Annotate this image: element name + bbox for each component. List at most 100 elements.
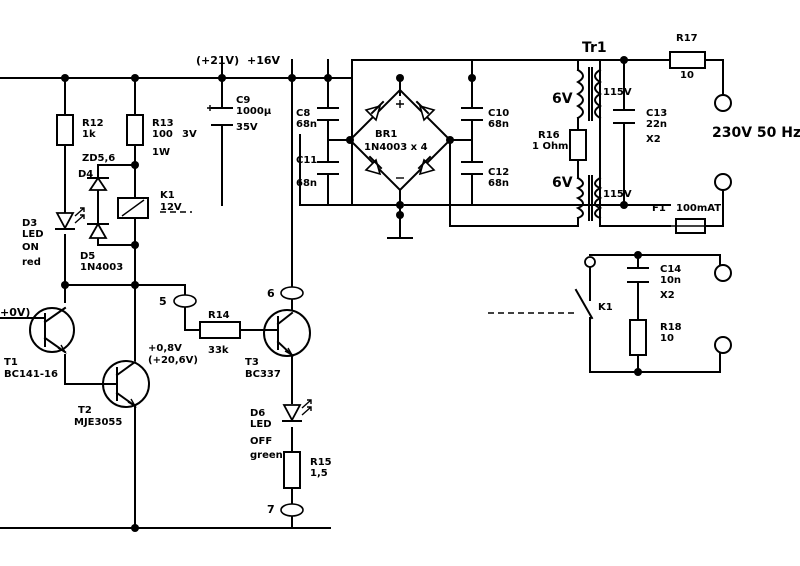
resistor-r17 bbox=[669, 51, 706, 69]
r17-ref: R17 bbox=[676, 33, 698, 44]
zener-diode-zd5 bbox=[87, 176, 109, 191]
c11-ref: C11 bbox=[296, 155, 317, 166]
d6-state: OFF bbox=[250, 436, 272, 447]
output-terminal bbox=[714, 264, 732, 282]
resistor-r13 bbox=[126, 114, 144, 146]
r13-power: 1W bbox=[152, 147, 170, 158]
mains-terminal bbox=[714, 173, 732, 191]
capacitor-c14 bbox=[627, 267, 649, 283]
capacitor-c13 bbox=[613, 109, 635, 136]
t2-voltage: +0,8V bbox=[148, 343, 182, 354]
r13-value: 100 bbox=[152, 129, 173, 140]
r18-ref: R18 bbox=[660, 322, 682, 333]
d5-value: 1N4003 bbox=[80, 262, 123, 273]
r13-rating: 3V bbox=[182, 129, 197, 140]
led-d6 bbox=[282, 399, 312, 422]
mains-terminal bbox=[714, 94, 732, 112]
d4-ref: D4 bbox=[78, 169, 93, 180]
capacitor-c12 bbox=[461, 161, 483, 175]
r16-ref: R16 bbox=[538, 130, 560, 141]
connector-6 bbox=[280, 286, 304, 300]
resistor-r15 bbox=[283, 451, 301, 489]
br1-ref: BR1 bbox=[375, 129, 397, 140]
tr1-secondary-1: 6V bbox=[552, 91, 573, 107]
r14-value: 33k bbox=[208, 345, 229, 356]
d3-state: ON bbox=[22, 242, 39, 253]
c14-value: 10n bbox=[660, 275, 681, 286]
d3-ref: D3 bbox=[22, 218, 37, 229]
capacitor-c11 bbox=[317, 161, 339, 175]
connector-7-label: 7 bbox=[267, 503, 275, 516]
t3-value: BC337 bbox=[245, 369, 281, 380]
c14-class: X2 bbox=[660, 290, 675, 301]
capacitor-c8 bbox=[317, 107, 339, 121]
relay-contact-k1 bbox=[574, 256, 596, 320]
transformer-tr1 bbox=[575, 67, 603, 221]
connector-6-label: 6 bbox=[267, 287, 275, 300]
c8-ref: C8 bbox=[296, 108, 310, 119]
t1-value: BC141-16 bbox=[4, 369, 58, 380]
c14-ref: C14 bbox=[660, 264, 681, 275]
tr1-primary-1: 115V bbox=[603, 87, 632, 98]
t2-value: MJE3055 bbox=[74, 417, 122, 428]
c9-ref: C9 bbox=[236, 95, 250, 106]
c10-value: 68n bbox=[488, 119, 509, 130]
r12-value: 1k bbox=[82, 129, 96, 140]
d3-value: LED bbox=[22, 229, 44, 240]
br1-value: 1N4003 x 4 bbox=[364, 142, 428, 153]
k1-ref: K1 bbox=[160, 190, 175, 201]
t2-voltage-alt: (+20,6V) bbox=[148, 355, 198, 366]
resistor-r14 bbox=[199, 321, 241, 339]
capacitor-c9 bbox=[207, 105, 233, 126]
resistor-r12 bbox=[56, 114, 74, 146]
r12-ref: R12 bbox=[82, 118, 104, 129]
tr1-ref: Tr1 bbox=[582, 40, 607, 56]
t3-ref: T3 bbox=[245, 357, 259, 368]
bridge-rectifier-br1 bbox=[348, 77, 452, 192]
r14-ref: R14 bbox=[208, 310, 230, 321]
rail-21v-label: (+21V) bbox=[196, 54, 239, 67]
r15-value: 1,5 bbox=[310, 468, 328, 479]
c10-ref: C10 bbox=[488, 108, 509, 119]
d3-color: red bbox=[22, 257, 41, 268]
transistor-t2 bbox=[102, 360, 150, 408]
c8-value: 68n bbox=[296, 119, 317, 130]
input-voltage-label: +0V) bbox=[0, 306, 30, 319]
connector-5 bbox=[173, 294, 197, 308]
transistor-t3 bbox=[259, 309, 311, 357]
k1-contact-ref: K1 bbox=[598, 302, 613, 313]
r16-value: 1 Ohm bbox=[532, 141, 568, 152]
c12-value: 68n bbox=[488, 178, 509, 189]
resistor-r16 bbox=[569, 129, 587, 161]
led-d3 bbox=[55, 207, 85, 230]
wires bbox=[0, 59, 724, 529]
c13-class: X2 bbox=[646, 134, 661, 145]
tr1-primary-2: 115V bbox=[603, 189, 632, 200]
relay-coil-mark bbox=[121, 199, 145, 217]
transistor-t1 bbox=[29, 306, 75, 354]
t2-ref: T2 bbox=[78, 405, 92, 416]
output-terminal bbox=[714, 336, 732, 354]
c9-voltage: 35V bbox=[236, 122, 258, 133]
rail-16v-label: +16V bbox=[247, 54, 281, 67]
diode-d5 bbox=[87, 222, 109, 239]
d5-ref: D5 bbox=[80, 251, 95, 262]
d6-ref: D6 bbox=[250, 408, 265, 419]
r18-value: 10 bbox=[660, 333, 674, 344]
r13-ref: R13 bbox=[152, 118, 174, 129]
k1-value: 12V bbox=[160, 202, 182, 213]
c11-value: 68n bbox=[296, 178, 317, 189]
r15-ref: R15 bbox=[310, 457, 332, 468]
capacitor-c10 bbox=[461, 107, 483, 121]
d6-value: LED bbox=[250, 419, 272, 430]
resistor-r18 bbox=[629, 319, 647, 356]
f1-value: 100mAT bbox=[676, 203, 721, 214]
c13-ref: C13 bbox=[646, 108, 667, 119]
f1-ref: F1 bbox=[652, 203, 666, 214]
c9-value: 1000µ bbox=[236, 106, 272, 117]
c13-value: 22n bbox=[646, 119, 667, 130]
c12-ref: C12 bbox=[488, 167, 509, 178]
zd-ref: ZD5,6 bbox=[82, 153, 115, 164]
mains-label: 230V 50 Hz bbox=[712, 125, 800, 141]
